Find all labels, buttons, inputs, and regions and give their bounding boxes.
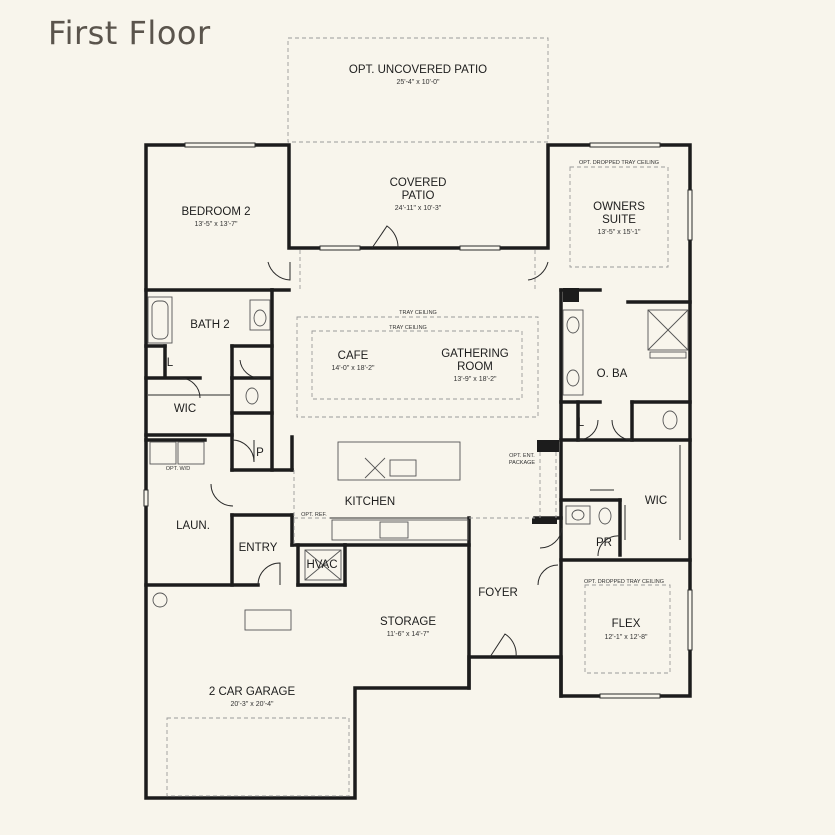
owners-name-2: SUITE (602, 214, 636, 226)
garage-door (166, 717, 350, 797)
hvac-name: HVAC (306, 559, 337, 571)
tray-inner-label: TRAY CEILING (389, 325, 427, 331)
storage-name: STORAGE (380, 616, 436, 628)
doors (179, 225, 633, 658)
cafe-name: CAFE (338, 350, 369, 362)
opt-wd-label: OPT. W/D (166, 466, 190, 472)
tray-ceiling-inner (311, 330, 523, 400)
owners-tray-ceiling (569, 166, 669, 268)
opt-ent-label-2: PACKAGE (509, 460, 536, 466)
exterior-walls (144, 143, 692, 800)
uncovered-patio-dim: 25'-4" x 10'-0" (396, 79, 440, 86)
owners-dim: 13'-5" x 15'-1" (597, 229, 641, 236)
bathtub (147, 296, 173, 344)
flex-dim: 12'-1" x 12'-8" (604, 634, 648, 641)
kitchen-island (337, 441, 461, 481)
flex-tray-ceiling (584, 584, 671, 674)
uncovered-patio-name: OPT. UNCOVERED PATIO (349, 64, 487, 76)
owners-note: OPT. DROPPED TRAY CEILING (579, 160, 659, 166)
wic-right-name: WIC (645, 495, 667, 507)
linen-left-name: L (167, 357, 174, 369)
windows (143, 142, 693, 699)
pantry-name: P (256, 447, 264, 459)
covered-patio-name-1: COVERED (390, 177, 447, 189)
kitchen-name: KITCHEN (345, 496, 395, 508)
tray-ceiling-outer (296, 316, 539, 418)
room-labels: OPT. UNCOVERED PATIO 25'-4" x 10'-0" COV… (166, 64, 667, 708)
page-title: First Floor (48, 14, 211, 52)
cafe-dim: 14'-0" x 18'-2" (331, 365, 375, 372)
owners-name-1: OWNERS (593, 201, 645, 213)
opt-ref-label: OPT. REF. (301, 512, 327, 518)
garage-dim: 20'-3" x 20'-4" (230, 701, 274, 708)
foyer-name: FOYER (478, 587, 518, 599)
o-ba-name: O. BA (597, 368, 628, 380)
storage-dim: 11'-6" x 14'-7" (387, 631, 430, 638)
uncovered-patio-outline (287, 37, 549, 143)
gathering-name-1: GATHERING (441, 348, 509, 360)
covered-patio-dim: 24'-11" x 10'-3" (395, 205, 442, 212)
laundry-name: LAUN. (176, 520, 210, 532)
garage-name: 2 CAR GARAGE (209, 686, 296, 698)
bedroom2-name: BEDROOM 2 (181, 206, 250, 218)
gathering-name-2: ROOM (457, 361, 493, 373)
linen-right-name: L (578, 417, 585, 429)
shower (647, 309, 689, 351)
flex-name: FLEX (612, 618, 641, 630)
pr-name: PR (596, 537, 612, 549)
interior-walls (144, 288, 692, 698)
covered-patio-name-2: PATIO (402, 190, 435, 202)
bath2-name: BATH 2 (190, 319, 229, 331)
bedroom2-dim: 13'-5" x 13'-7" (194, 221, 238, 228)
tray-outer-label: TRAY CEILING (399, 310, 437, 316)
fixtures (147, 296, 689, 797)
opt-ent-label-1: OPT. ENT. (509, 453, 535, 459)
ceiling-outlines (293, 166, 671, 674)
entry-name: ENTRY (239, 542, 278, 554)
flex-note: OPT. DROPPED TRAY CEILING (584, 579, 664, 585)
wic-left-name: WIC (174, 403, 196, 415)
gathering-dim: 13'-9" x 18'-2" (453, 376, 497, 383)
